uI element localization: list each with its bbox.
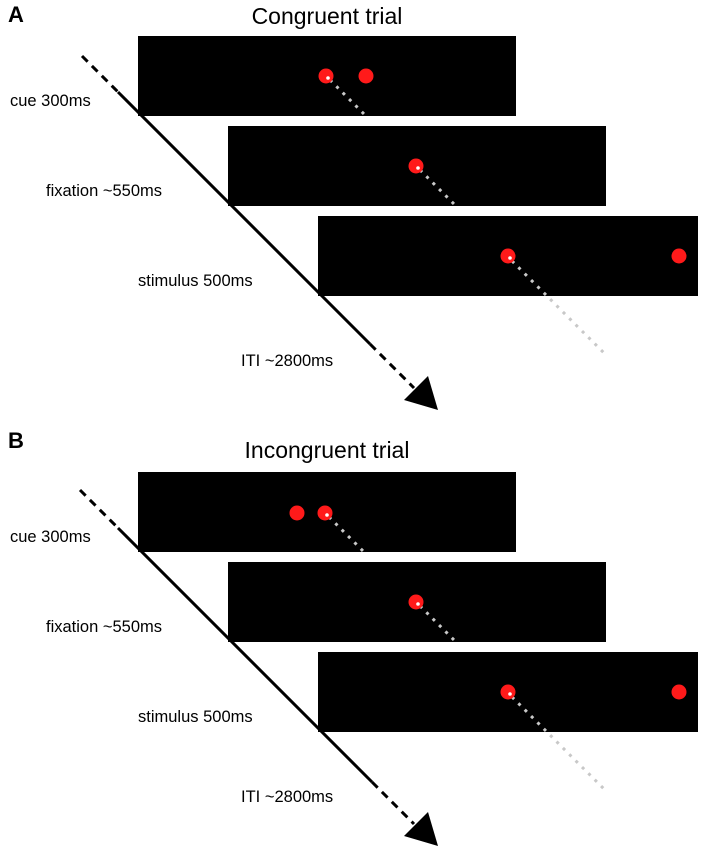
cue-dot: [358, 68, 374, 84]
trial-title: Congruent trial: [252, 3, 403, 29]
cue-dot: [317, 505, 333, 521]
timeline-dashed-start: [78, 488, 120, 530]
timeline-dashed-end: [368, 342, 416, 390]
phase-label-cue: cue 300ms: [10, 528, 91, 546]
arrowhead: [404, 812, 438, 846]
fixation-dot: [500, 684, 516, 700]
phase-label-iti: ITI ~2800ms: [241, 352, 333, 370]
fixation-dot: [408, 158, 424, 174]
screen-cue: [138, 472, 516, 554]
phase-label-cue: cue 300ms: [10, 92, 91, 110]
panel-b: B Incongruent trial: [8, 428, 698, 846]
timeline-arrow: [78, 488, 438, 846]
fixation-dot: [408, 594, 424, 610]
gaze-point: [508, 692, 512, 696]
gaze-point: [326, 76, 330, 80]
screen-stimulus: [318, 652, 698, 793]
phase-label-fixation: fixation ~550ms: [46, 182, 162, 200]
target-dot: [671, 684, 687, 700]
timeline-dashed-start: [80, 54, 120, 94]
gaze-trace: [510, 259, 608, 357]
timeline-solid: [116, 526, 374, 784]
gaze-point: [325, 513, 329, 517]
screen-fixation: [228, 126, 606, 208]
panel-letter: B: [8, 428, 24, 453]
gaze-trace: [510, 695, 608, 793]
phase-label-fixation: fixation ~550ms: [46, 618, 162, 636]
timeline-arrow: [80, 54, 438, 410]
cue-dot: [289, 505, 305, 521]
trial-title: Incongruent trial: [245, 437, 410, 463]
phase-label-stimulus: stimulus 500ms: [138, 708, 253, 726]
target-dot: [671, 248, 687, 264]
cue-dot: [318, 68, 334, 84]
fixation-dot: [500, 248, 516, 264]
timeline-solid: [116, 90, 372, 346]
screen-stimulus: [318, 216, 698, 357]
gaze-point: [416, 166, 420, 170]
gaze-point: [416, 602, 420, 606]
phase-label-iti: ITI ~2800ms: [241, 788, 333, 806]
phase-label-stimulus: stimulus 500ms: [138, 272, 253, 290]
panel-letter: A: [8, 2, 24, 27]
timeline-dashed-end: [370, 780, 416, 826]
screen-fixation: [228, 562, 606, 644]
panel-a: A Congruent trial: [8, 2, 698, 410]
arrowhead: [404, 376, 438, 410]
screen-cue: [138, 36, 516, 118]
gaze-point: [508, 256, 512, 260]
